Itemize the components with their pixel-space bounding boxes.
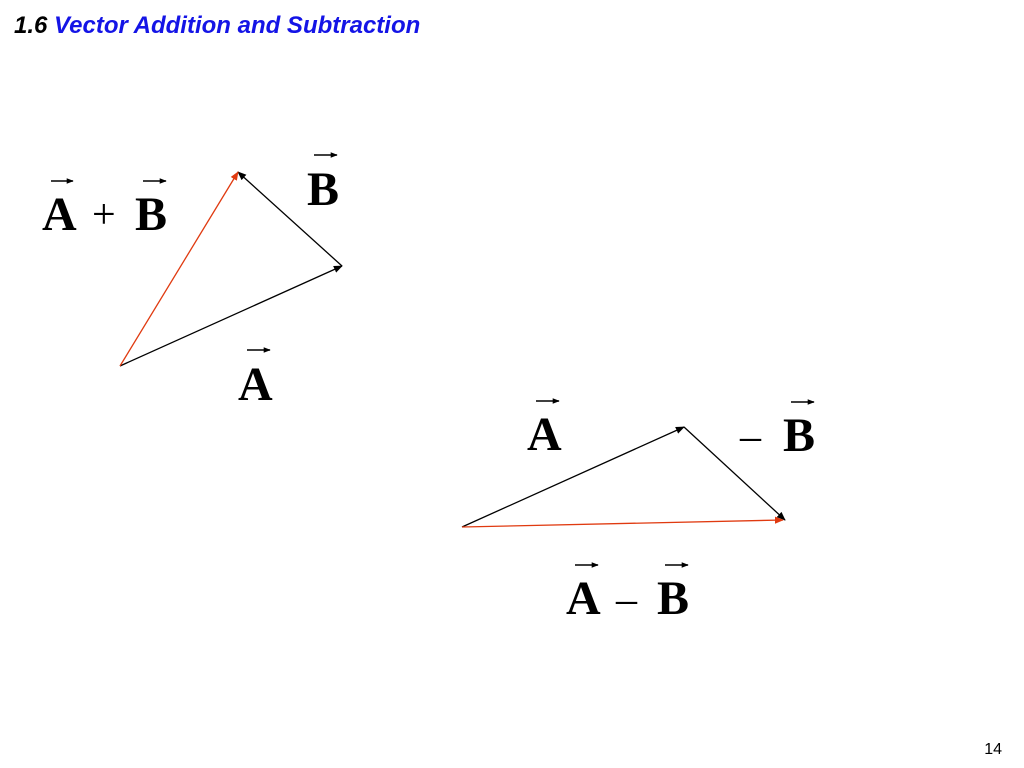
sub-vector-a-arrow (461, 426, 685, 528)
vector-b-label: B (307, 152, 339, 216)
sum-vector-arrow (119, 171, 239, 367)
title-text: Vector Addition and Subtraction (54, 12, 421, 39)
difference-label-a: A (566, 572, 601, 625)
difference-label: A – B (566, 562, 689, 625)
section-number: 1.6 (14, 12, 48, 39)
vector-b-arrow (237, 171, 343, 267)
difference-vector-arrow (461, 516, 784, 528)
sub-vector-neg-b-arrow (683, 426, 786, 521)
sub-vector-a-label: A (527, 398, 562, 461)
neg-b-label: – B (739, 399, 815, 462)
vector-b-label-text: B (307, 163, 339, 216)
difference-label-operator: – (615, 577, 638, 623)
vector-a-label: A (238, 347, 273, 411)
sum-label-b: B (135, 188, 167, 241)
vector-a-arrow (119, 265, 343, 367)
vector-a-label-text: A (238, 358, 273, 411)
sum-label-operator: + (92, 192, 116, 238)
sum-label-a: A (42, 188, 77, 241)
addition-diagram: A + B B A (42, 152, 343, 411)
sub-vector-a-label-text: A (527, 408, 562, 461)
page-number: 14 (984, 741, 1002, 758)
sum-label: A + B (42, 178, 167, 241)
neg-b-label-text: B (783, 409, 815, 462)
neg-b-operator: – (739, 414, 762, 460)
slide-title: 1.6 Vector Addition and Subtraction (14, 10, 420, 42)
subtraction-diagram: A – B A – B (461, 398, 815, 625)
difference-label-b: B (657, 572, 689, 625)
